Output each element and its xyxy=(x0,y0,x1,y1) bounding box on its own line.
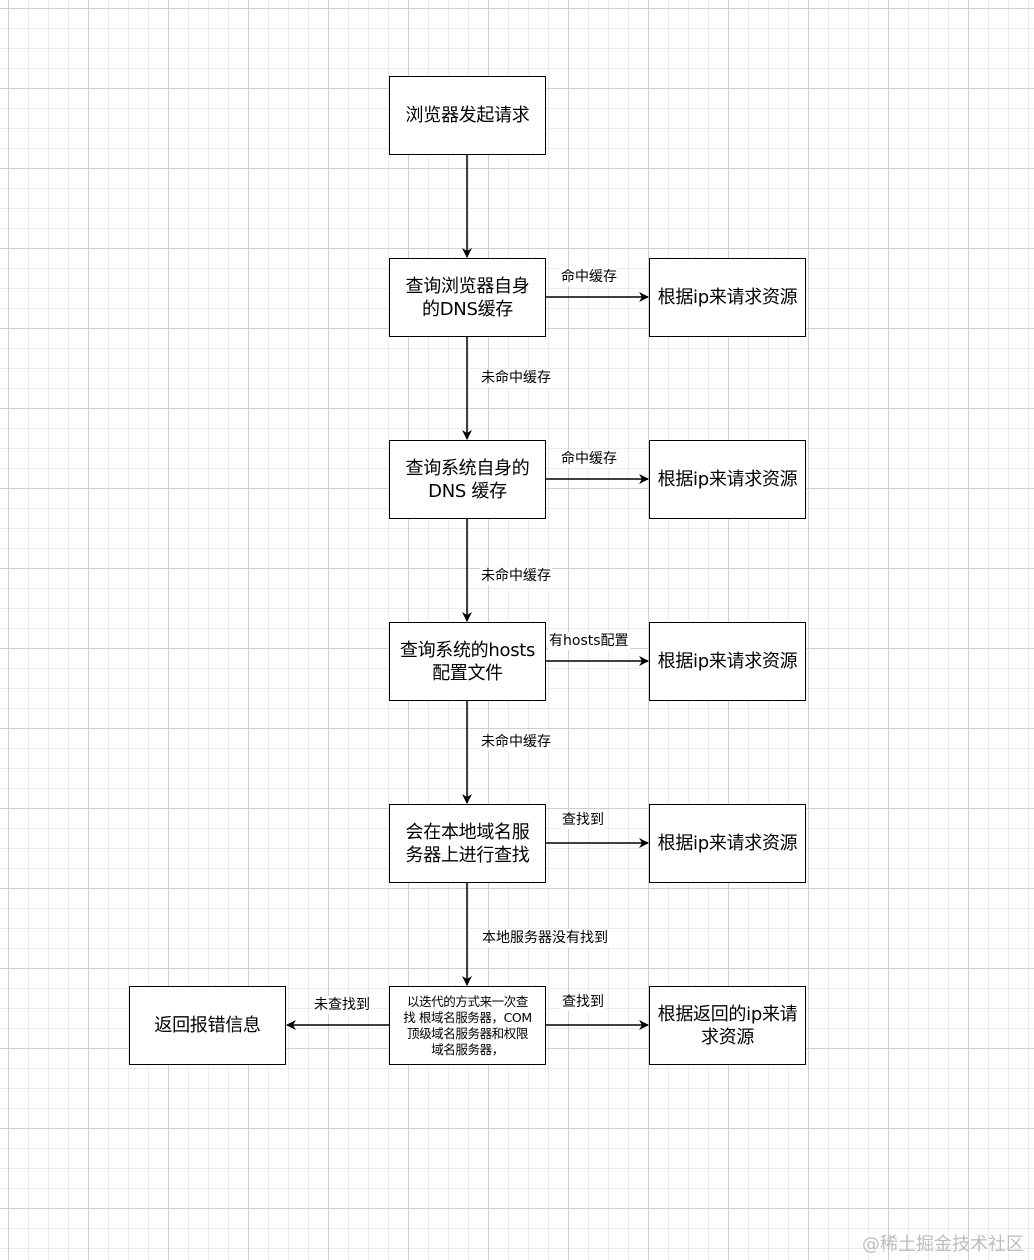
node-resource-2: 根据ip来请求资源 xyxy=(649,440,806,519)
label-found-1: 查找到 xyxy=(561,811,605,829)
label-not-found: 未查找到 xyxy=(313,996,371,1014)
node-system-dns-cache: 查询系统自身的 DNS 缓存 xyxy=(389,440,546,519)
label-miss-cache-3: 未命中缓存 xyxy=(480,733,552,751)
label-found-2: 查找到 xyxy=(561,993,605,1011)
label-hit-cache-1: 命中缓存 xyxy=(560,268,618,286)
node-iterative-query: 以迭代的方式来一次查 找 根域名服务器，COM 顶级域名服务器和权限 域名服务器… xyxy=(389,986,546,1065)
label-miss-cache-2: 未命中缓存 xyxy=(480,567,552,585)
node-local-dns-server: 会在本地域名服 务器上进行查找 xyxy=(389,804,546,883)
label-local-not-found: 本地服务器没有找到 xyxy=(481,929,609,947)
node-resource-3: 根据ip来请求资源 xyxy=(649,622,806,701)
label-has-hosts: 有hosts配置 xyxy=(548,632,630,650)
node-resource-4: 根据ip来请求资源 xyxy=(649,804,806,883)
node-resource-5: 根据返回的ip来请 求资源 xyxy=(649,986,806,1065)
watermark: @稀土掘金技术社区 xyxy=(862,1234,1024,1255)
node-hosts-file: 查询系统的hosts 配置文件 xyxy=(389,622,546,701)
node-resource-1: 根据ip来请求资源 xyxy=(649,258,806,337)
label-miss-cache-1: 未命中缓存 xyxy=(480,369,552,387)
node-browser-dns-cache: 查询浏览器自身 的DNS缓存 xyxy=(389,258,546,337)
label-hit-cache-2: 命中缓存 xyxy=(560,450,618,468)
node-browser-request: 浏览器发起请求 xyxy=(389,76,546,155)
node-error-info: 返回报错信息 xyxy=(129,986,286,1065)
